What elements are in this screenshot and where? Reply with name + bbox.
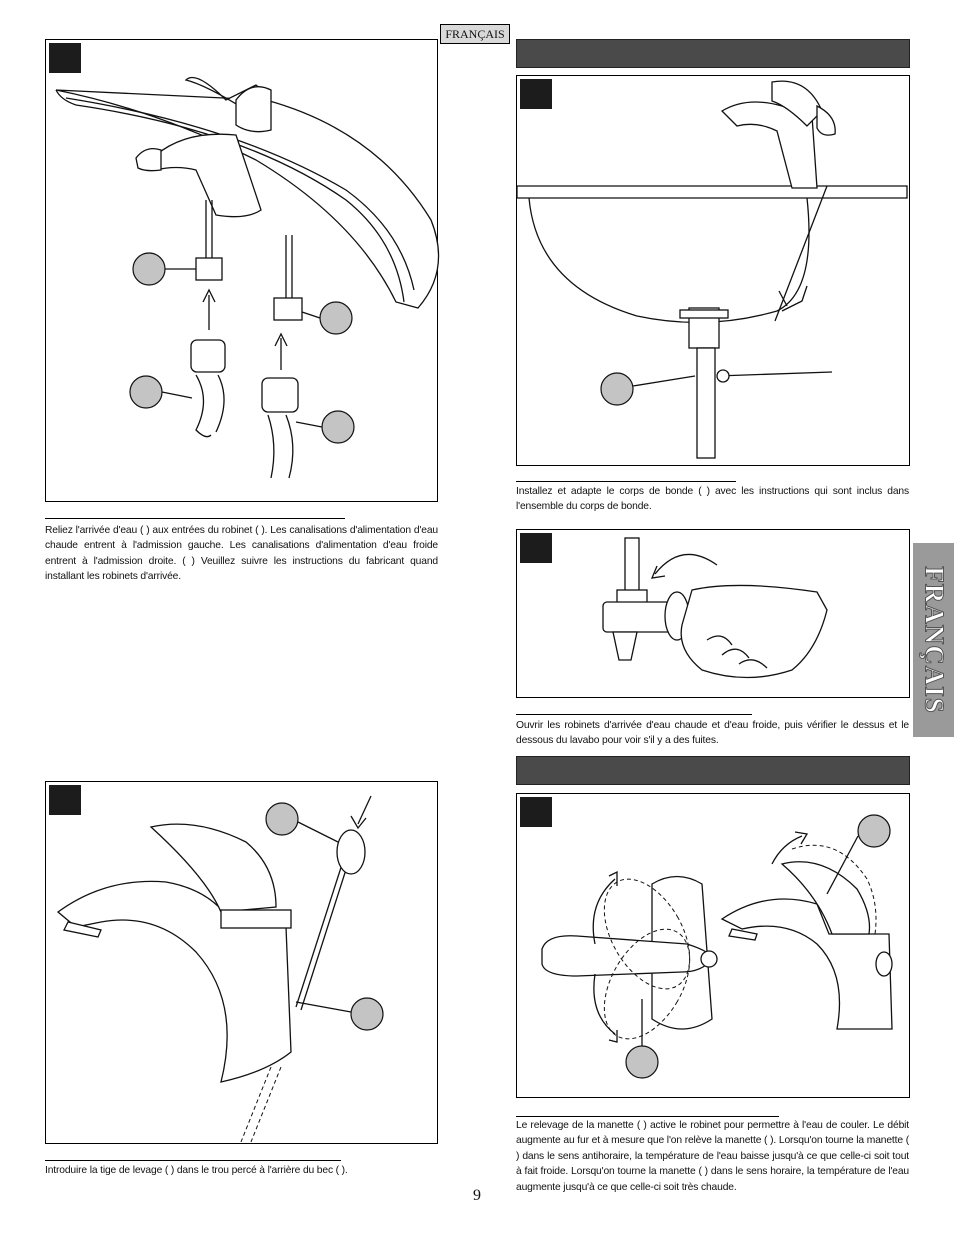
step-number-block xyxy=(49,43,81,73)
caption-rule xyxy=(45,1160,341,1161)
step-number-block xyxy=(520,533,552,563)
step-number-block xyxy=(49,785,81,815)
caption-supply: Reliez l'arrivée d'eau ( ) aux entrées d… xyxy=(45,525,438,583)
valve-illustration xyxy=(602,537,828,679)
section-header-bar-installation xyxy=(516,39,910,68)
drain-illustration xyxy=(516,80,908,459)
caption-rule xyxy=(516,1116,779,1117)
side-language-tab: FRANÇAIS xyxy=(913,543,954,737)
section-header-bar-operation xyxy=(516,756,910,785)
caption-operation: Le relevage de la manette ( ) active le … xyxy=(516,1120,909,1193)
page-number: 9 xyxy=(473,1187,481,1204)
caption-rule xyxy=(516,481,736,482)
caption-rule xyxy=(516,714,752,715)
caption-drain: Installez et adapte le corps de bonde ( … xyxy=(516,486,909,513)
figure-operation xyxy=(516,793,910,1098)
lift-rod-illustration xyxy=(56,795,384,1143)
figure-supply-connection xyxy=(45,39,440,502)
caption-valves: Ouvrir les robinets d'arrivée d'eau chau… xyxy=(516,720,909,747)
step-number-block xyxy=(520,797,552,827)
caption-rule xyxy=(45,518,345,519)
figure-supply-valves xyxy=(516,529,910,698)
caption-lift-rod: Introduire la tige de levage ( ) dans le… xyxy=(45,1165,348,1176)
language-tag: FRANÇAIS xyxy=(440,24,510,44)
figure-lift-rod xyxy=(45,781,438,1144)
step-number-block xyxy=(520,79,552,109)
supply-connection-illustration xyxy=(55,76,440,479)
side-tab-label: FRANÇAIS xyxy=(919,566,950,715)
operation-illustration xyxy=(541,814,893,1079)
figure-drain-body xyxy=(516,75,910,466)
